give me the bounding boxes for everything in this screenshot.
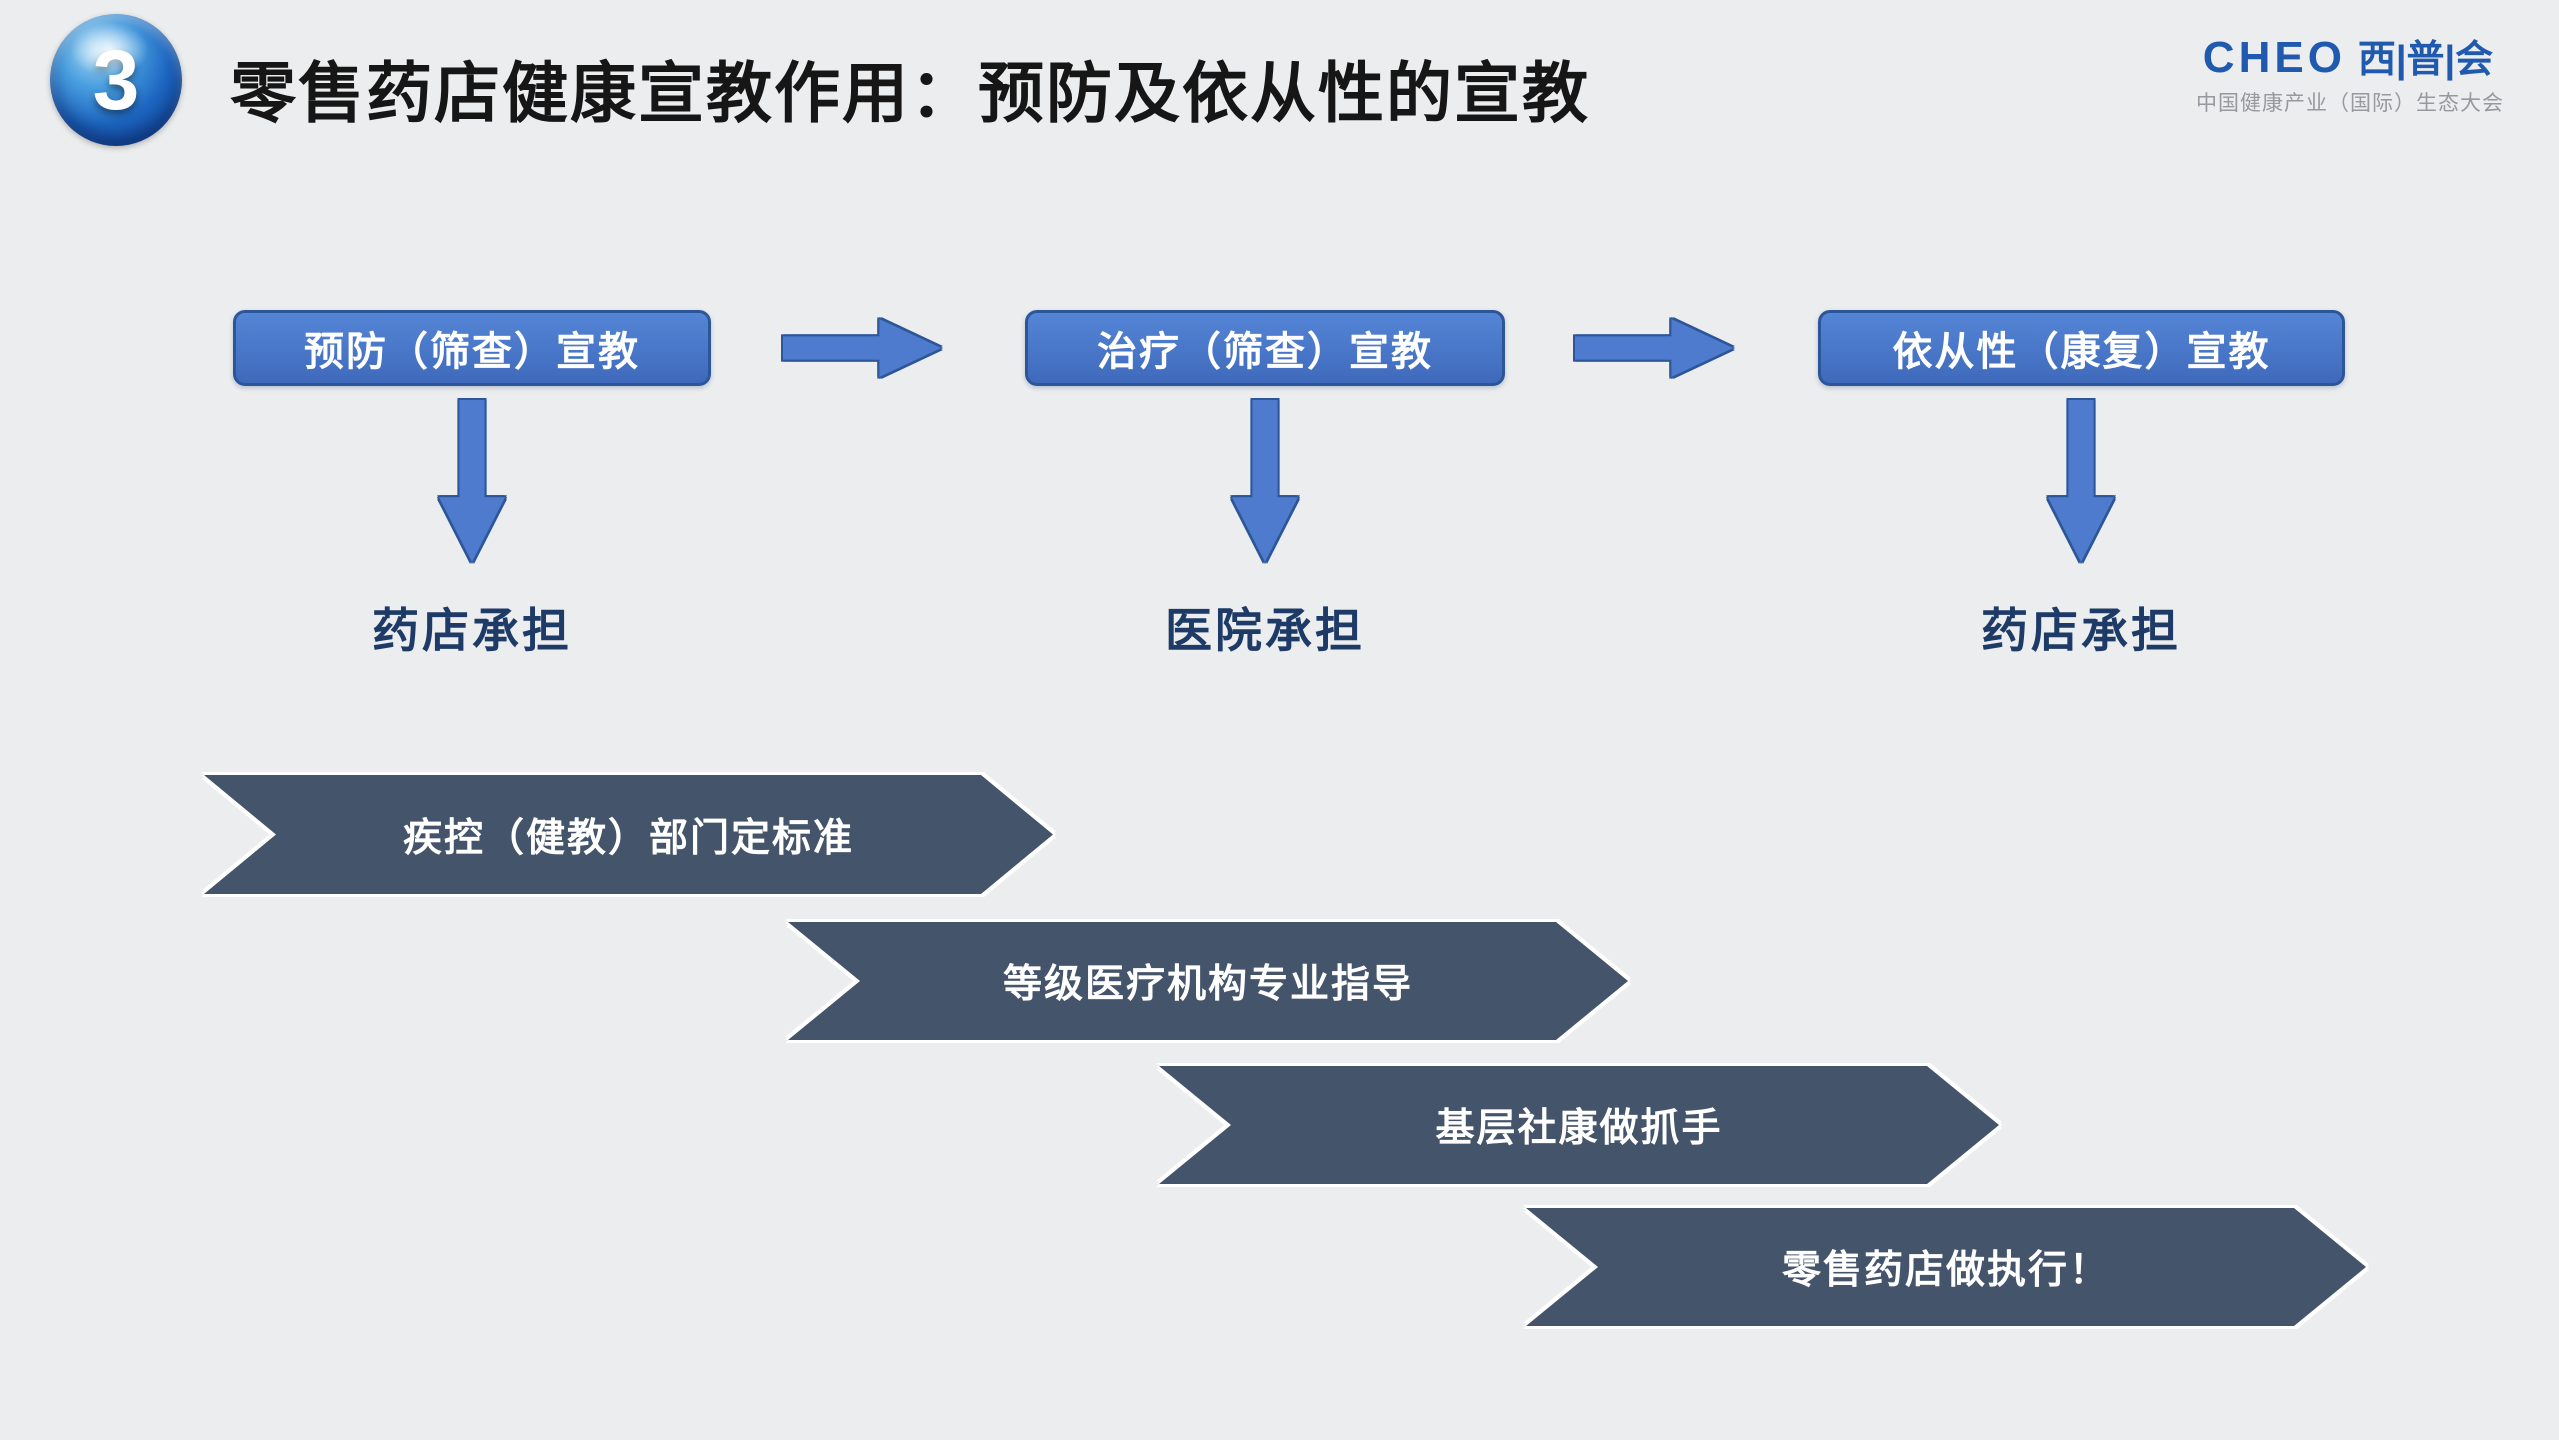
arrow-right-icon: [783, 319, 941, 377]
banner-cdc-standards: 疾控（健教）部门定标准: [204, 775, 1053, 894]
arrow-right-icon: [1575, 319, 1733, 377]
banner-community-health: 基层社康做抓手: [1159, 1066, 1999, 1184]
flow-box-label: 依从性（康复）宣教: [1892, 330, 2271, 374]
chevron-shape: 疾控（健教）部门定标准: [204, 775, 1053, 894]
logo-wordmark: CHEO: [2202, 33, 2346, 82]
cheo-logo: CHEO 西|普|会 中国健康产业（国际）生态大会: [2196, 36, 2504, 117]
owner-label-pharmacy-1: 药店承担: [372, 604, 572, 657]
arrow-down-icon: [2048, 400, 2114, 562]
flow-box-compliance: 依从性（康复）宣教: [1818, 310, 2345, 386]
banner-medical-guidance: 等级医疗机构专业指导: [788, 922, 1628, 1040]
arrow-down-shape: [2048, 400, 2114, 562]
arrow-down-shape: [1232, 400, 1298, 562]
chevron-shape: 零售药店做执行！: [1526, 1208, 2366, 1326]
arrow-down-shape: [439, 400, 505, 562]
owner-label-hospital: 医院承担: [1165, 604, 1365, 657]
number-badge: 3: [50, 14, 182, 146]
arrow-right-shape: [783, 319, 941, 377]
arrow-down-icon: [439, 400, 505, 562]
chevron-shape: 等级医疗机构专业指导: [788, 922, 1628, 1040]
banner-retail-execution: 零售药店做执行！: [1526, 1208, 2366, 1326]
badge-number: 3: [92, 33, 140, 127]
flow-box-label: 治疗（筛查）宣教: [1097, 330, 1433, 374]
arrow-down-icon: [1232, 400, 1298, 562]
banner-label: 等级医疗机构专业指导: [1002, 963, 1413, 1006]
banner-label: 零售药店做执行！: [1781, 1249, 2110, 1292]
chevron-shape: 基层社康做抓手: [1159, 1066, 1999, 1184]
owner-label-pharmacy-2: 药店承担: [1981, 604, 2181, 657]
logo-brand-cn: 西|普|会: [2357, 39, 2494, 81]
banner-label: 疾控（健教）部门定标准: [402, 816, 854, 860]
banner-label: 基层社康做抓手: [1435, 1107, 1723, 1150]
flow-box-treatment: 治疗（筛查）宣教: [1025, 310, 1505, 386]
flow-box-prevention: 预防（筛查）宣教: [233, 310, 711, 386]
logo-row: CHEO 西|普|会: [2196, 36, 2500, 80]
slide-title: 零售药店健康宣教作用：预防及依从性的宣教: [230, 56, 1590, 130]
logo-subtitle: 中国健康产业（国际）生态大会: [2196, 92, 2504, 115]
arrow-right-shape: [1575, 319, 1733, 377]
flow-box-label: 预防（筛查）宣教: [304, 330, 640, 374]
